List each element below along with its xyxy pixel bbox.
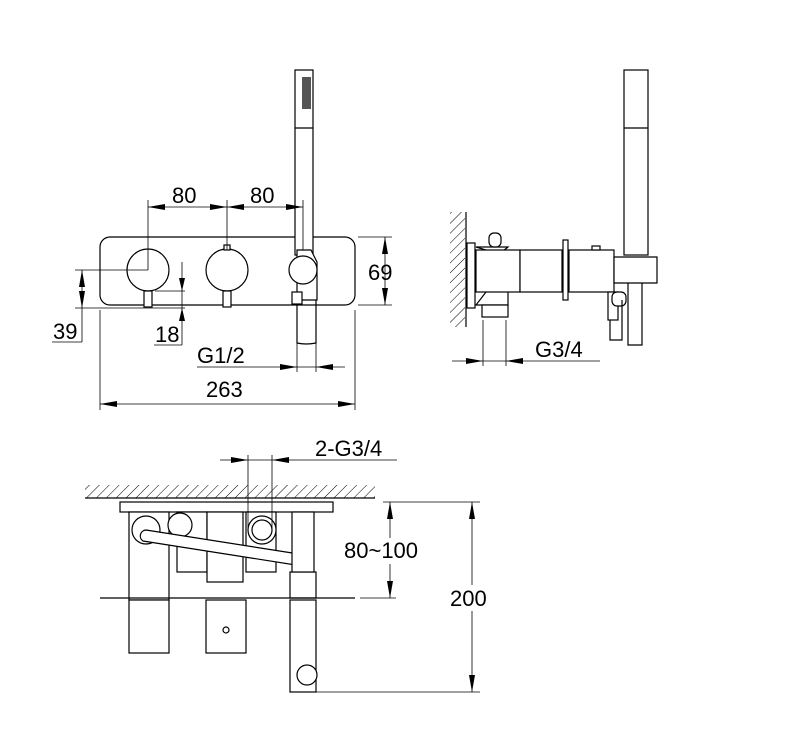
dim-inlet-thread: G3/4: [535, 337, 583, 362]
dim-height: 69: [368, 260, 392, 285]
dim-handle: 18: [155, 322, 179, 347]
wall-hatch-top: [85, 485, 375, 498]
middle-handle: [222, 290, 232, 308]
dim-knob-height: 39: [53, 319, 77, 344]
top-view: 2-G3/4 80~100 200: [85, 436, 496, 693]
hose: [296, 300, 317, 345]
spray-face: [302, 77, 311, 109]
wall-hatch: [450, 212, 465, 327]
middle-knob: [205, 248, 249, 292]
dim-top-inlet-thread: 2-G3/4: [315, 436, 382, 461]
dim-width: 263: [206, 377, 243, 402]
left-handle: [143, 290, 153, 308]
side-view: G3/4: [450, 69, 658, 366]
dim-spacing-left: 80: [172, 183, 196, 208]
dim-hose-thread: G1/2: [197, 343, 245, 368]
dim-total-depth: 200: [450, 586, 487, 611]
front-view: 80 80 69 39 18 G1/2 263: [52, 69, 392, 410]
shower-holder: [288, 255, 318, 285]
dim-install-depth: 80~100: [344, 538, 418, 563]
dim-spacing-right: 80: [250, 183, 274, 208]
